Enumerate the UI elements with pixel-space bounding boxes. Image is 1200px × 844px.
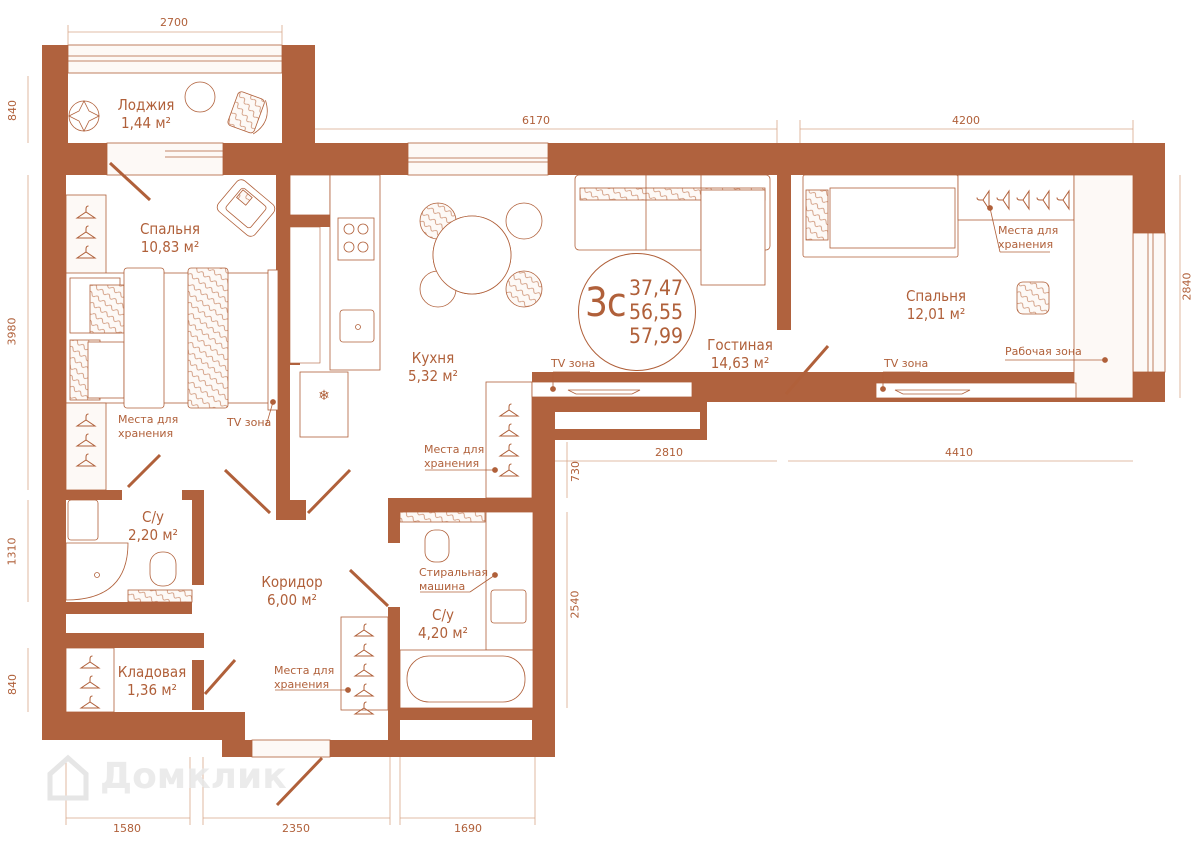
dimension-lines [27, 25, 1181, 825]
note-line: хранения [118, 426, 174, 440]
room-name: Спальня [139, 220, 201, 238]
note-line: хранения [998, 237, 1054, 251]
room-name: Лоджия [117, 96, 175, 114]
room-label-bedroom-2: Спальня 12,01 м² [896, 287, 976, 323]
dim-right-bedroom: 2840 [1180, 272, 1194, 301]
room-name: С/у [432, 606, 454, 624]
room-name: Кладовая [117, 663, 187, 681]
room-label-living: Гостиная 14,63 м² [700, 336, 780, 372]
dim-bottom-1690: 1690 [454, 822, 482, 835]
room-label-pantry: Кладовая 1,36 м² [112, 663, 192, 699]
total-area: 56,55 [629, 300, 684, 324]
note-tv-bedroom2: TV зона [884, 357, 929, 370]
room-area: 12,01 м² [906, 305, 966, 323]
note-line: хранения [274, 677, 330, 691]
note-storage-corridor: Места для хранения [274, 664, 334, 692]
note-storage-bedroom1: Места для хранения [118, 413, 178, 441]
room-name: С/у [142, 508, 164, 526]
dim-left-bedroom: 3980 [5, 317, 19, 346]
watermark-logo: Домклик [100, 756, 287, 797]
dim-bath2: 2540 [568, 590, 582, 619]
living-area: 37,47 [629, 276, 684, 300]
room-label-bathroom-1: С/у 2,20 м² [118, 508, 188, 544]
furniture: ❄ [65, 81, 1134, 713]
room-label-bedroom-1: Спальня 10,83 м² [130, 220, 210, 256]
dim-bottom-2350: 2350 [282, 822, 310, 835]
svg-text:❄: ❄ [318, 387, 330, 403]
room-area: 5,32 м² [408, 367, 458, 385]
room-label-kitchen: Кухня 5,32 м² [398, 349, 468, 385]
house-icon [47, 754, 89, 801]
room-name: Кухня [411, 349, 455, 367]
note-line: Места для [998, 224, 1059, 237]
room-area: 10,83 м² [140, 238, 200, 256]
dim-bottom-1580: 1580 [113, 822, 141, 835]
note-line: Места для [118, 413, 179, 426]
note-washer: Стиральная машина [419, 566, 488, 594]
note-line: Стиральная [419, 566, 489, 579]
note-storage-living: Места для хранения [424, 443, 484, 471]
room-label-bathroom-2: С/у 4,20 м² [408, 606, 478, 642]
dim-top-middle: 6170 [522, 114, 550, 127]
leader-lines [265, 205, 1108, 693]
dim-top-right: 4200 [952, 114, 980, 127]
room-name: Гостиная [707, 336, 773, 354]
windows [67, 44, 1166, 758]
note-storage-bedroom2: Места для хранения [998, 224, 1058, 252]
room-area: 6,00 м² [267, 591, 317, 609]
room-label-loggia: Лоджия 1,44 м² [108, 96, 184, 132]
note-line: Места для [424, 443, 485, 456]
apartment-areas: 37,47 56,55 57,99 [629, 276, 683, 348]
room-area: 14,63 м² [710, 354, 770, 372]
room-name: Спальня [905, 287, 967, 305]
room-area: 2,20 м² [128, 526, 178, 544]
note-line: машина [419, 579, 466, 593]
room-name: Коридор [261, 573, 323, 591]
dim-left-loggia: 840 [6, 100, 19, 121]
room-label-corridor: Коридор 6,00 м² [252, 573, 332, 609]
room-area: 4,20 м² [418, 624, 468, 642]
dim-2810: 2810 [655, 446, 683, 459]
dim-top-loggia: 2700 [160, 16, 188, 29]
doors [108, 161, 830, 807]
dim-4410: 4410 [945, 446, 973, 459]
dim-730: 730 [569, 461, 582, 482]
note-line: хранения [424, 456, 480, 470]
apartment-badge: 3с 37,47 56,55 57,99 [578, 253, 696, 371]
room-area: 1,36 м² [127, 681, 177, 699]
note-tv-bedroom1: TV зона [227, 416, 272, 429]
note-work-zone: Рабочая зона [1005, 345, 1082, 358]
room-area: 1,44 м² [121, 114, 171, 132]
total-area-loggia: 57,99 [629, 324, 684, 348]
apartment-type: 3с [585, 280, 627, 326]
dim-left-bath: 1310 [5, 537, 19, 566]
note-tv-living: TV зона [551, 357, 596, 370]
note-line: Места для [274, 664, 335, 677]
dim-left-pantry: 840 [6, 674, 19, 695]
